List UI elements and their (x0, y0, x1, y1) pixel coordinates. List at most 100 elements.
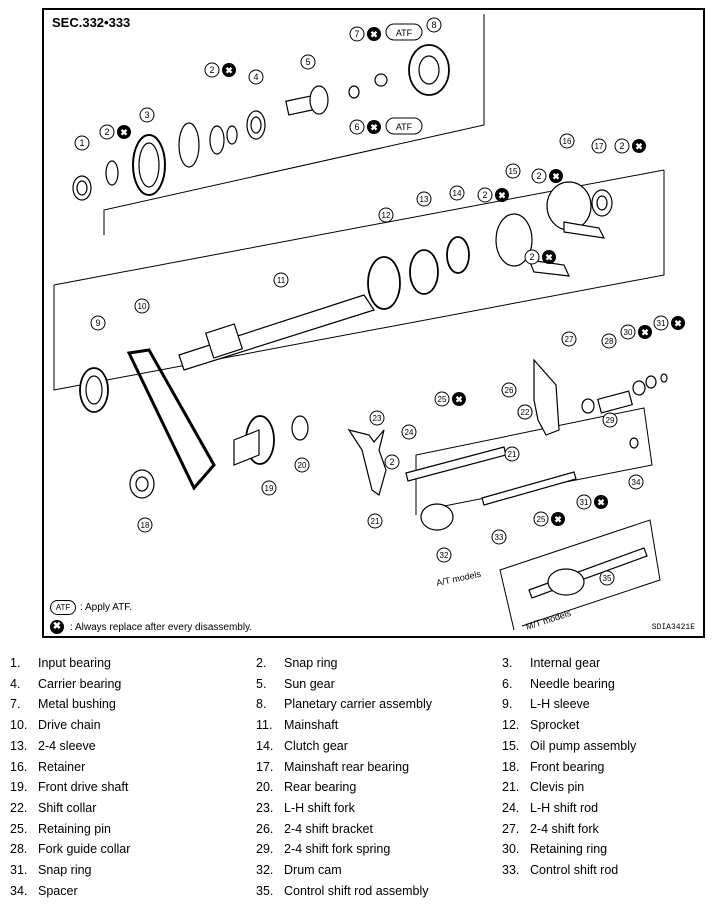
callout-2: 2✖ (204, 62, 236, 78)
part-name: 2-4 shift fork spring (284, 842, 391, 857)
callout-number: 20 (298, 461, 307, 470)
callout-circle (401, 424, 417, 440)
callout-19: 19 (261, 480, 277, 496)
mt-models-label: M/T models (525, 608, 573, 632)
part-number: 21. (502, 780, 520, 795)
parts-list-item: 29.2-4 shift fork spring (256, 842, 390, 856)
parts-list-item: 27.2-4 shift fork (502, 822, 599, 836)
callout-circle (261, 480, 277, 496)
callout-number: 27 (565, 335, 574, 344)
part-name: Control shift rod (530, 863, 619, 877)
part-name: Retaining ring (530, 842, 608, 857)
parts-list-item: 4.Carrier bearing (10, 677, 121, 691)
callout-number: 16 (563, 137, 572, 146)
parts-list-item: 17.Mainshaft rear bearing (256, 760, 409, 774)
replace-icon-glyph: ✖ (545, 253, 553, 263)
metal-bushing-shape (374, 73, 388, 87)
part-number: 31. (10, 863, 28, 877)
callout-circle (517, 404, 533, 420)
part-number: 14. (256, 738, 274, 753)
fork-guide-collar-shape (581, 398, 595, 414)
part-name: Retainer (38, 759, 86, 774)
callout-number: 10 (138, 302, 147, 311)
callout-6: 6✖ (349, 119, 381, 135)
callout-circle (204, 62, 220, 78)
part-number: 16. (10, 759, 28, 774)
callout-number: 28 (605, 337, 614, 346)
legend-replace-text: : Always replace after every disassembly… (70, 621, 253, 633)
part-name: L-H shift rod (530, 800, 599, 815)
part-number: 23. (256, 800, 274, 815)
callout-2: 2✖ (531, 168, 563, 184)
shift-fork-spring-shape (596, 390, 634, 414)
callout-circle (591, 138, 607, 154)
callout-number: 5 (305, 57, 310, 67)
callout-27: 27 (561, 331, 577, 347)
parts-list-item: 24.L-H shift rod (502, 801, 598, 815)
callout-circle (599, 570, 615, 586)
callout-number: 24 (405, 428, 414, 437)
callout-2: 2✖ (524, 249, 556, 265)
oil-pump-shape (495, 213, 533, 267)
part-number: 15. (502, 738, 520, 753)
part-name: Spacer (38, 883, 78, 898)
parts-list-item: 26.2-4 shift bracket (256, 822, 373, 836)
callout-circle (576, 494, 592, 510)
callout-circle (248, 69, 264, 85)
legend-replace: ✖ : Always replace after every disassemb… (50, 620, 252, 634)
snap-ring-shape (105, 160, 119, 186)
part-number: 5. (256, 676, 267, 691)
part-number: 30. (502, 842, 520, 857)
callout-number: 8 (431, 20, 436, 30)
callout-number: 12 (382, 211, 391, 220)
callout-1: 1 (74, 135, 90, 151)
part-number: 19. (10, 780, 28, 795)
part-name: Sun gear (284, 676, 335, 691)
part-number: 20. (256, 780, 274, 795)
callout-2: 2✖ (99, 124, 131, 140)
parts-list-item: 32.Drum cam (256, 863, 342, 877)
sleeve-24-shape (409, 249, 439, 295)
callout-circle (294, 457, 310, 473)
callout-circle (99, 124, 115, 140)
parts-list-item: 7.Metal bushing (10, 697, 116, 711)
part-name: L-H sleeve (530, 697, 590, 712)
svg-text:ATF: ATF (396, 28, 413, 38)
callout-circle (477, 187, 493, 203)
callout-circle (504, 446, 520, 462)
at-models-label: A/T models (435, 569, 482, 588)
callout-circle (90, 315, 106, 331)
callout-31: 31✖ (576, 494, 608, 510)
replace-icon-glyph: ✖ (552, 172, 560, 182)
part-name: Clevis pin (530, 780, 585, 795)
part-name: Front bearing (530, 759, 605, 774)
parts-list-item: 3.Internal gear (502, 656, 600, 670)
needle-bearing-shape (348, 85, 360, 99)
shift-fork-24-shape (533, 358, 560, 436)
callout-circle (434, 391, 450, 407)
part-name: 2-4 shift fork (530, 821, 599, 836)
callout-2: 2 (384, 454, 400, 470)
part-number: 35. (256, 883, 274, 898)
callout-number: 6 (354, 122, 359, 132)
callout-number: 21 (371, 517, 380, 526)
callout-number: 21 (508, 450, 517, 459)
parts-list-item: 5. Sun gear (256, 677, 335, 691)
exploded-view: A/T models M/T models ATF ATF 12✖3456✖7✖… (53, 14, 685, 632)
control-shift-rod-shape (481, 471, 577, 506)
callout-circle (369, 410, 385, 426)
replace-icon (452, 392, 466, 406)
drum-cam-shape (420, 503, 454, 531)
callout-circle (531, 168, 547, 184)
atf-badge-mid: ATF (385, 117, 423, 135)
callout-21: 21 (367, 513, 383, 529)
callout-33: 33 (491, 529, 507, 545)
callout-number: 2 (389, 457, 394, 467)
document-code: SDIA3421E (651, 623, 695, 632)
callout-25: 25✖ (434, 391, 466, 407)
callout-number: 26 (505, 386, 514, 395)
part-number: 4. (10, 676, 21, 691)
callout-number: 3 (144, 110, 149, 120)
callout-circle (620, 324, 636, 340)
callout-circle (416, 191, 432, 207)
